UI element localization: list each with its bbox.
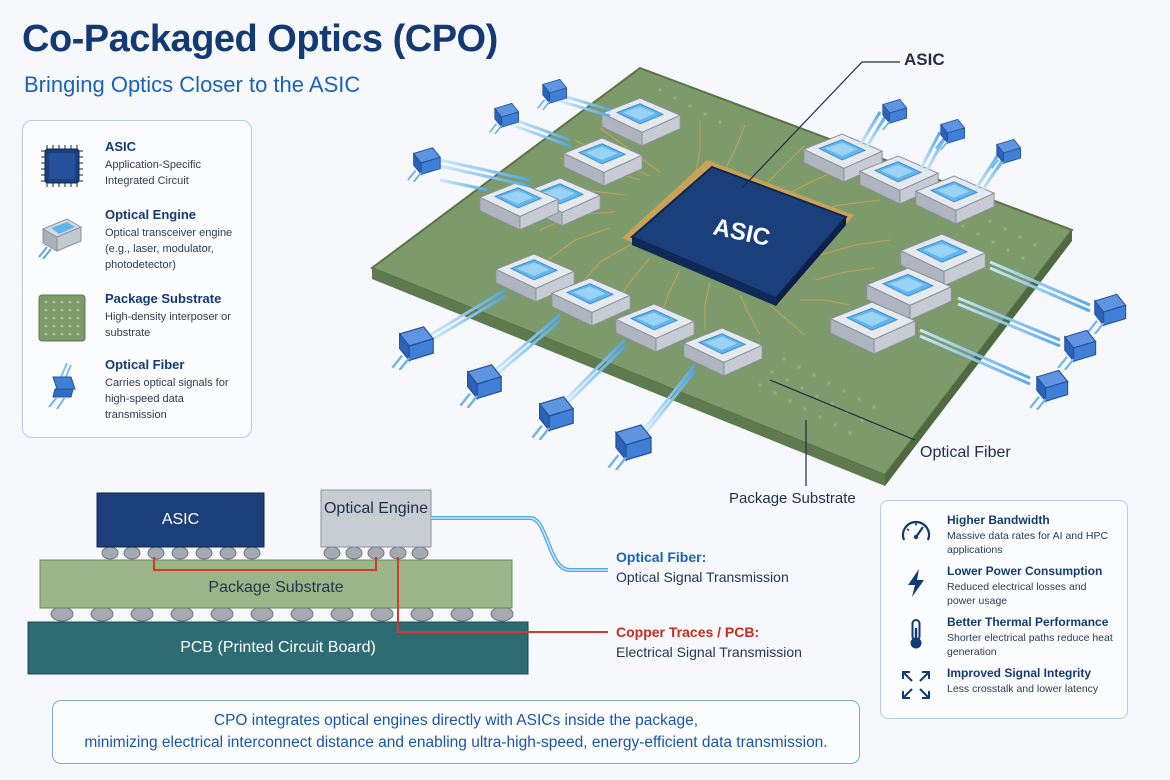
optical-fibers (429, 93, 1091, 435)
arrows-expand-icon (902, 671, 930, 699)
legend-optical-engine-desc: Optical transceiver engine (e.g., laser,… (105, 227, 233, 271)
legend-item-asic: ASIC Application-Specific Integrated Cir… (23, 137, 251, 209)
legend-fiber-desc: Carries optical signals for high-speed d… (105, 377, 229, 421)
benefits-panel: Higher Bandwidth Massive data rates for … (880, 500, 1128, 719)
benefit-thermal-title: Better Thermal Performance (947, 615, 1109, 629)
xs-bga-balls (50, 606, 514, 622)
legend-substrate-title: Package Substrate (105, 291, 222, 306)
substrate-icon (38, 294, 86, 342)
page-title: Co-Packaged Optics (CPO) (22, 18, 498, 60)
callout-optical-fiber: Optical Fiber (920, 444, 1011, 461)
benefit-thermal: Better Thermal Performance Shorter elect… (881, 613, 1127, 663)
benefit-signal: Improved Signal Integrity Less crosstalk… (881, 664, 1127, 714)
benefit-power: Lower Power Consumption Reduced electric… (881, 562, 1127, 612)
legend-asic-desc: Application-Specific Integrated Circuit (105, 159, 201, 187)
benefit-power-title: Lower Power Consumption (947, 564, 1103, 578)
substrate-vias (658, 88, 1037, 435)
xs-pcb-label: PCB (Printed Circuit Board) (180, 639, 376, 656)
legend-panel: ASIC Application-Specific Integrated Cir… (22, 120, 252, 438)
legend-item-substrate: Package Substrate High-density interpose… (23, 289, 251, 361)
thermometer-icon (910, 619, 922, 649)
legend-item-optical-engine: Optical Engine Optical transceiver engin… (23, 205, 251, 277)
benefit-bandwidth: Higher Bandwidth Massive data rates for … (881, 511, 1127, 561)
summary-box: CPO integrates optical engines directly … (52, 700, 860, 764)
legend-substrate-desc: High-density interposer or substrate (105, 311, 231, 339)
callout-package-substrate: Package Substrate (729, 490, 856, 507)
legend-optical-engine-title: Optical Engine (105, 207, 197, 222)
xs-optical-engine-label: Optical Engine (323, 500, 429, 517)
benefit-power-desc: Reduced electrical losses and power usag… (947, 581, 1087, 607)
xs-micro-bumps (101, 546, 429, 560)
benefit-bandwidth-title: Higher Bandwidth (947, 513, 1050, 527)
legend-asic-title: ASIC (105, 139, 137, 154)
xs-copper-title: Copper Traces / PCB: (616, 624, 760, 640)
asic-chip-icon (41, 145, 83, 187)
xs-fiber-desc: Optical Signal Transmission (616, 569, 789, 585)
xs-substrate-label: Package Substrate (208, 579, 344, 596)
speedometer-icon (901, 520, 931, 541)
fiber-connector-icon (48, 362, 76, 409)
xs-fiber-title: Optical Fiber: (616, 549, 707, 565)
legend-item-fiber: Optical Fiber Carries optical signals fo… (23, 355, 251, 427)
xs-substrate (39, 559, 513, 609)
legend-fiber-title: Optical Fiber (105, 357, 185, 372)
benefit-signal-title: Improved Signal Integrity (947, 666, 1092, 680)
xs-asic-label: ASIC (161, 511, 200, 528)
optical-engine-icon (38, 218, 83, 259)
summary-line-2: minimizing electrical interconnect dista… (84, 734, 828, 751)
xs-pcb (27, 621, 529, 675)
xs-copper-desc: Electrical Signal Transmission (616, 644, 802, 660)
benefit-thermal-desc: Shorter electrical paths reduce heat gen… (947, 632, 1113, 658)
callout-asic: ASIC (904, 50, 945, 69)
xs-asic (96, 492, 265, 548)
summary-line-1: CPO integrates optical engines directly … (213, 712, 699, 729)
lightning-icon (908, 569, 924, 597)
xs-optical-engine (320, 489, 432, 548)
benefit-signal-desc: Less crosstalk and lower latency (947, 683, 1099, 695)
page-subtitle: Bringing Optics Closer to the ASIC (24, 72, 361, 97)
benefit-bandwidth-desc: Massive data rates for AI and HPC applic… (947, 530, 1109, 556)
